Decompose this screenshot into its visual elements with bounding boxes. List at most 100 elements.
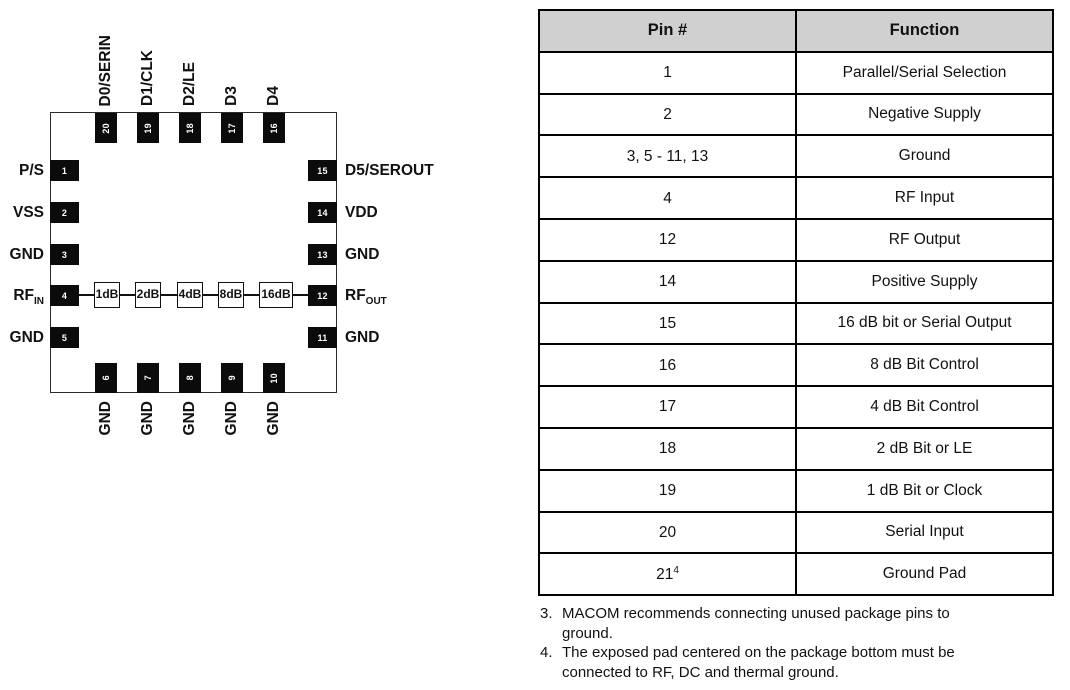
pin-15: 15 [308,160,337,181]
attenuator-block-16db: 16dB [259,282,293,308]
pin-cell: 19 [538,468,797,513]
function-cell: Negative Supply [795,92,1054,137]
footnote-number: 4. [540,644,553,661]
pin-cell: 14 [538,259,797,304]
pin-1-label: P/S [19,162,44,179]
pin-7: 7 [137,363,159,393]
pin-1-number: 1 [61,165,68,176]
pin-16: 16 [263,113,285,143]
function-cell: Parallel/Serial Selection [795,50,1054,95]
pin-3: 3 [50,244,79,265]
pin-cell: 16 [538,343,797,388]
pin-6-label: GND [97,401,114,436]
pin-12: 12 [308,285,337,306]
pin-8: 8 [179,363,201,393]
function-cell: RF Input [795,176,1054,220]
pin-16-label: D4 [265,86,282,106]
column-header-function: Function [795,9,1054,53]
pin-13-label: GND [345,246,380,263]
pin-15-label: D5/SEROUT [345,162,434,179]
pin-6: 6 [95,363,117,393]
pin-2: 2 [50,202,79,223]
pin-19-number: 19 [143,122,153,134]
pin-1: 1 [50,160,79,181]
footnote-4: 4. The exposed pad centered on the packa… [540,643,1045,682]
pin-20-label: D0/SERIN [97,34,114,107]
function-cell: 16 dB bit or Serial Output [795,301,1054,346]
pin-18-label: D2/LE [181,62,198,106]
pin-cell: 12 [538,217,797,262]
pin-20: 20 [95,113,117,143]
pin-cell: 17 [538,385,797,429]
pin-11: 11 [308,327,337,348]
pin-20-number: 20 [101,122,111,134]
pin-5: 5 [50,327,79,348]
pin-5-number: 5 [61,332,68,343]
pin-7-number: 7 [143,375,153,381]
pin-8-label: GND [181,401,198,436]
function-cell: 4 dB Bit Control [795,385,1054,429]
pin-8-number: 8 [185,375,195,381]
pin-16-number: 16 [269,122,279,134]
pin-4: 4 [50,285,79,306]
footnotes: 3. MACOM recommends connecting unused pa… [540,604,1045,682]
pin-12-number: 12 [317,290,328,301]
pin-12-label: RFOUT [345,287,387,308]
pin-configuration-diagram: 1dB 2dB 4dB 8dB 16dB 20 19 18 17 16 D0/S… [0,0,535,460]
pin-cell: 15 [538,301,797,346]
footnote-text: The exposed pad centered on the package … [562,644,955,681]
pin-9-label: GND [223,401,240,436]
pin-13-number: 13 [317,249,328,260]
pin-14-label: VDD [345,204,378,221]
function-cell: Serial Input [795,510,1054,555]
footnote-text: MACOM recommends connecting unused packa… [562,605,950,642]
pin-17: 17 [221,113,243,143]
pin-10-label: GND [265,401,282,436]
attenuator-block-1db: 1dB [94,282,120,308]
pin-10: 10 [263,363,285,393]
pin-cell: 3, 5 - 11, 13 [538,134,797,179]
pin-4-number: 4 [61,290,68,301]
pin-9: 9 [221,363,243,393]
pin-18: 18 [179,113,201,143]
function-cell: 1 dB Bit or Clock [795,468,1054,513]
pin-cell: 2 [538,92,797,137]
pin-9-number: 9 [227,375,237,381]
function-cell: RF Output [795,217,1054,262]
function-cell: Ground Pad [795,552,1054,597]
column-header-pin: Pin # [538,9,797,53]
table-header-row: Pin # Function [538,9,1054,53]
pin-13: 13 [308,244,337,265]
pin-15-number: 15 [317,165,328,176]
pin-4-label: RFIN [13,287,44,308]
attenuator-block-4db: 4dB [177,282,203,308]
pin-cell: 214 [538,552,797,597]
function-cell: 8 dB Bit Control [795,343,1054,388]
function-cell: Ground [795,134,1054,179]
pin-19-label: D1/CLK [139,50,156,106]
pin-11-label: GND [345,329,380,346]
pin-19: 19 [137,113,159,143]
function-cell: 2 dB Bit or LE [795,426,1054,471]
attenuator-block-8db: 8dB [218,282,244,308]
pin-7-label: GND [139,401,156,436]
attenuator-block-2db: 2dB [135,282,161,308]
pin-3-label: GND [9,246,44,263]
pin-2-number: 2 [61,207,68,218]
pin-6-number: 6 [101,375,111,381]
pin-17-number: 17 [227,122,237,134]
pin-10-number: 10 [269,372,279,384]
pin-cell: 1 [538,50,797,95]
